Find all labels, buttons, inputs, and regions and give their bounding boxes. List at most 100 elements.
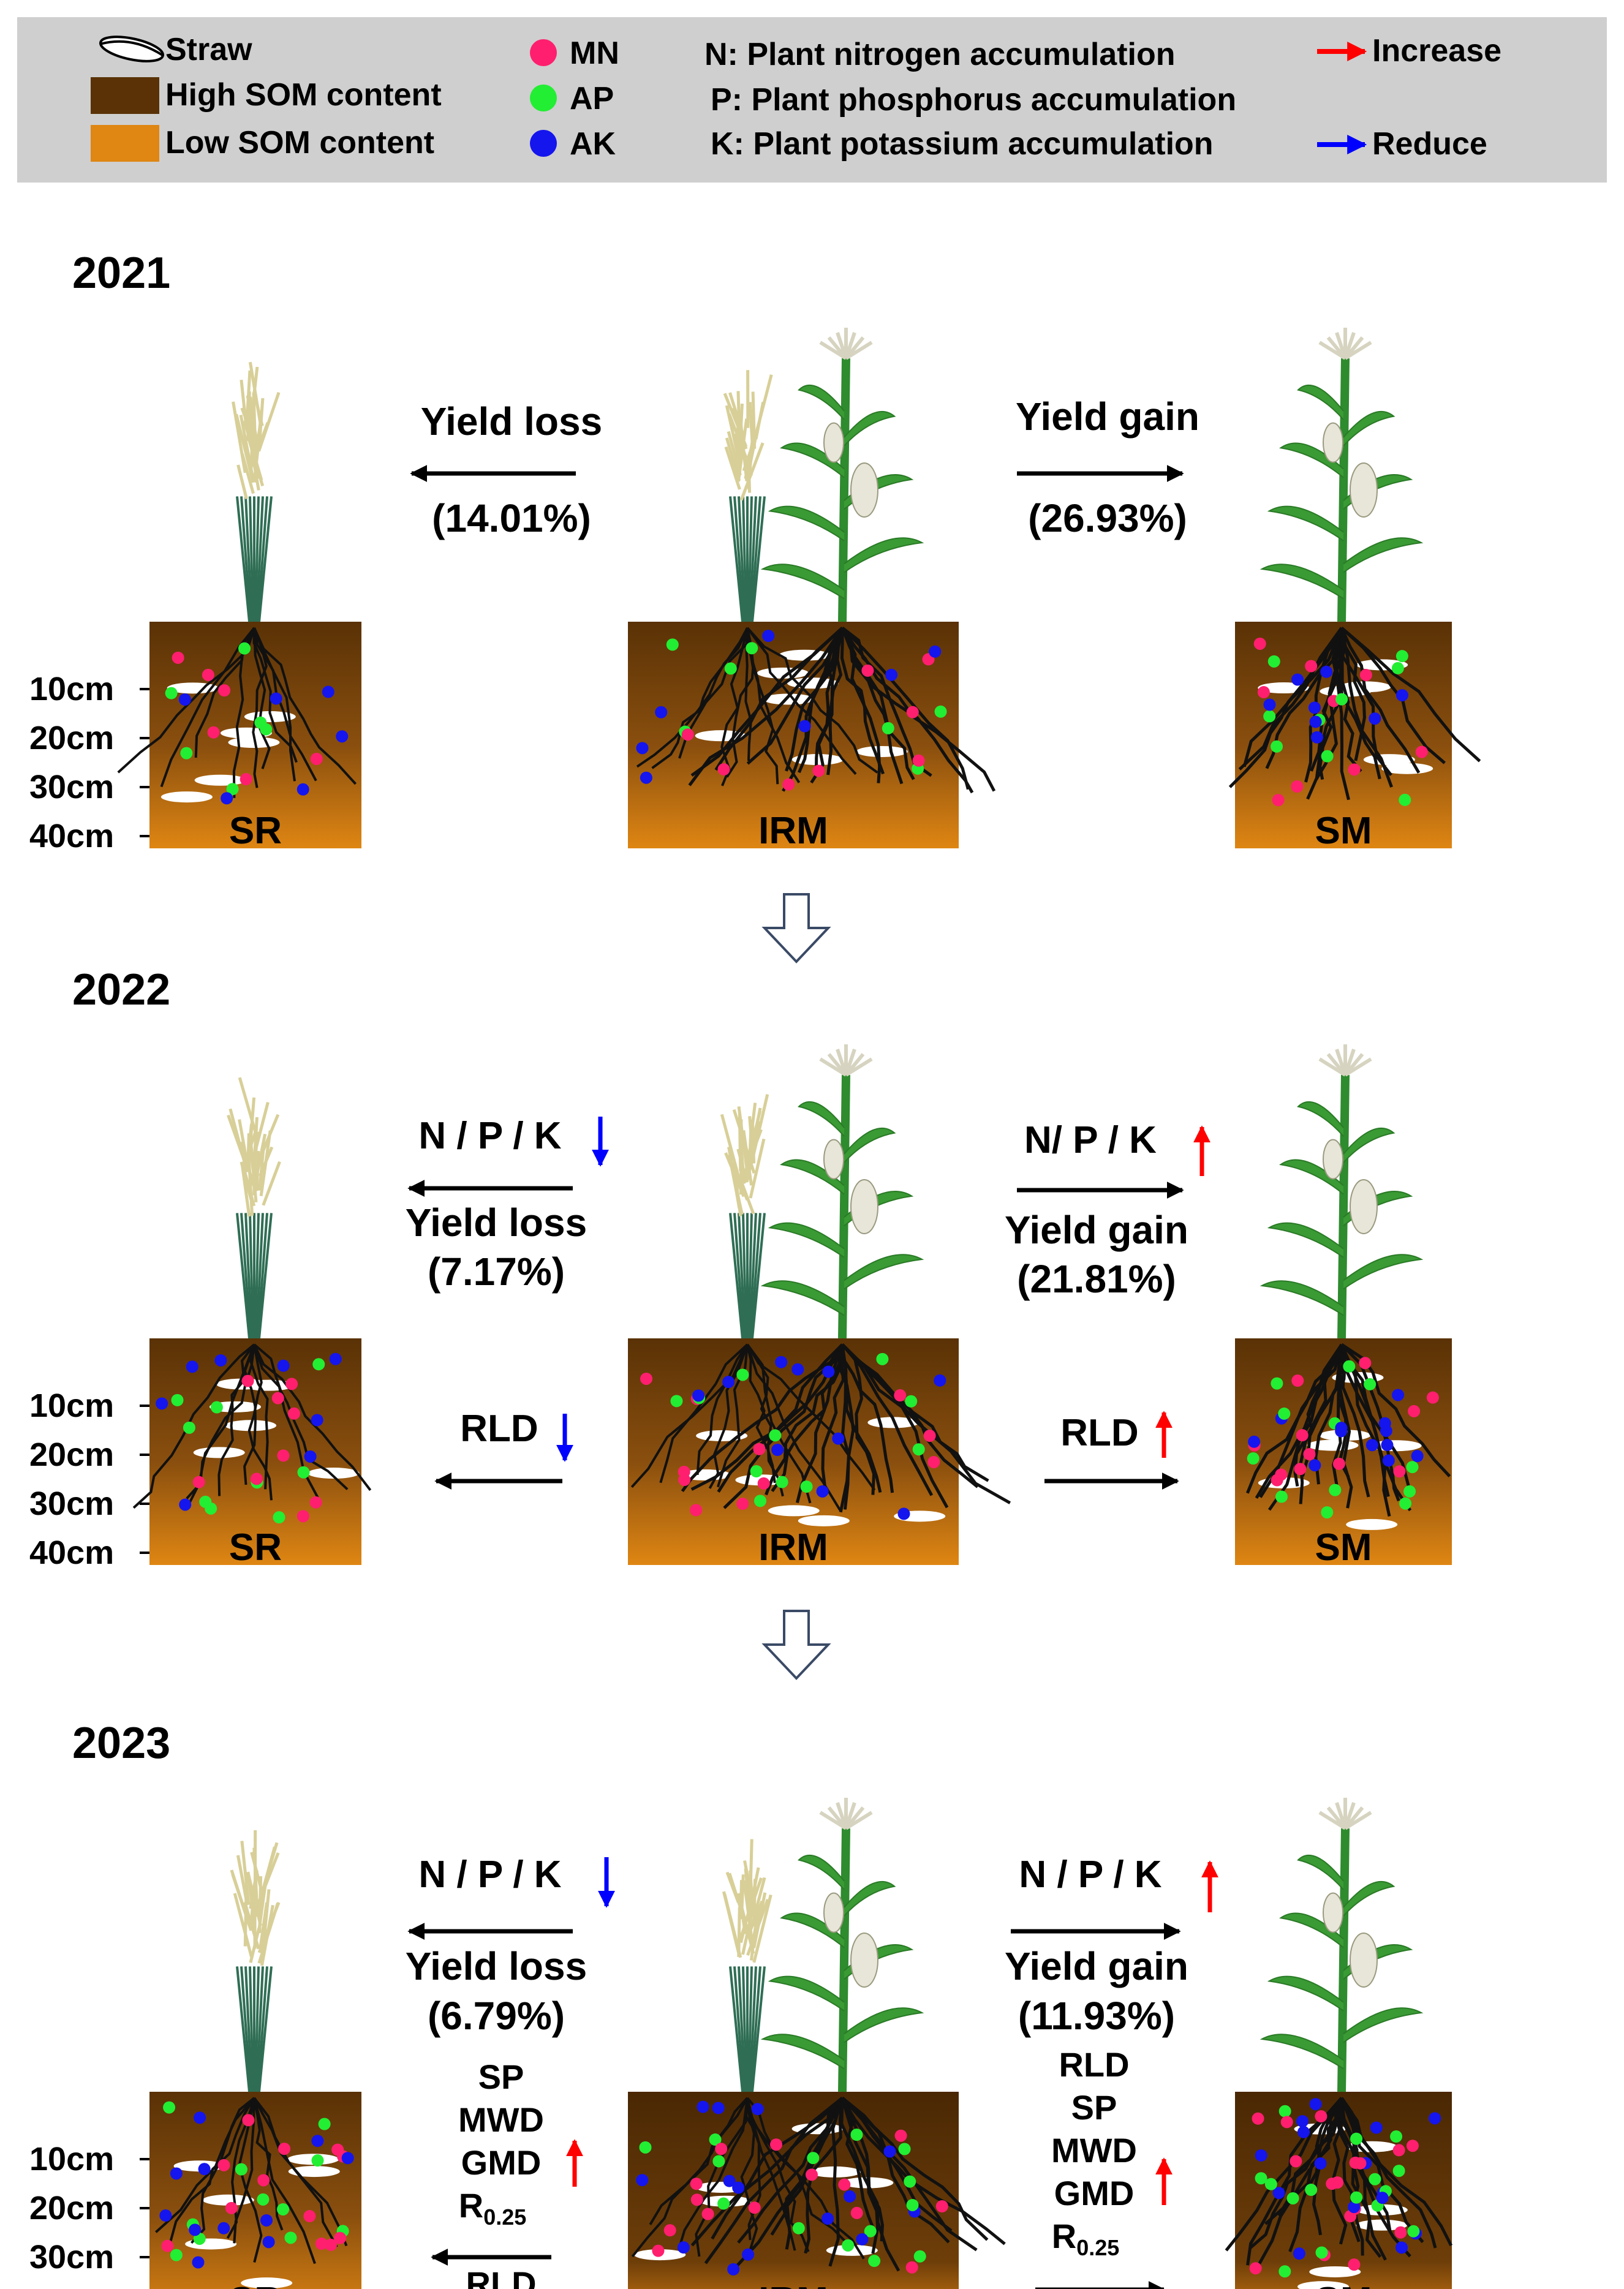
down-arrow-icon	[761, 1610, 831, 1680]
straw-piece	[826, 2244, 878, 2256]
soil-panel-irm: IRM	[628, 1798, 1006, 2289]
mn-dot	[217, 2159, 230, 2171]
soil-panel-sr: SR	[117, 361, 361, 852]
nutrients-label: N / P / K	[418, 1115, 561, 1157]
soil-panel-sm: SM	[1235, 1044, 1452, 1569]
ap-dot	[876, 1352, 889, 1365]
mn-dot	[640, 1372, 652, 1385]
ak-dot	[186, 1360, 198, 1373]
ak-dot	[217, 2222, 230, 2234]
ak-dot	[1376, 2192, 1389, 2204]
mn-dot	[225, 2201, 238, 2214]
ap-dot	[312, 1358, 325, 1371]
soil-property-label: GMD	[461, 2143, 542, 2182]
legend-low-som-label: Low SOM content	[165, 125, 434, 160]
ak-dot	[856, 2233, 869, 2246]
mn-dot	[894, 1389, 907, 1402]
ak-dot	[1296, 2115, 1309, 2128]
ak-dot	[159, 2209, 172, 2222]
yield-loss-label: Yield loss	[406, 1201, 587, 1245]
ap-dot	[868, 2255, 881, 2268]
straw-piece	[220, 727, 272, 739]
ap-dot	[750, 1465, 763, 1477]
ak-dot	[304, 1450, 317, 1463]
ap-dot	[1390, 2130, 1403, 2143]
ak-dot	[178, 693, 191, 706]
legend-background	[17, 17, 1607, 183]
mn-dot	[782, 778, 795, 791]
yield-gain-value: (21.81%)	[1017, 1257, 1176, 1301]
ak-dot	[1255, 2149, 1267, 2162]
rice-plant-icon	[720, 1094, 769, 1339]
ap-dot	[1321, 750, 1334, 763]
mn-dot	[678, 1474, 691, 1487]
legend-reduce-label: Reduce	[1372, 126, 1487, 162]
depth-tick-label: 20cm	[29, 1436, 114, 1473]
ap-dot	[1278, 2265, 1291, 2278]
ap-dot	[1403, 1485, 1416, 1498]
yield-gain-value: (11.93%)	[1018, 1994, 1175, 2038]
ap-dot	[318, 2117, 331, 2130]
ap-dot	[670, 1395, 683, 1408]
plot-label: SR	[229, 1526, 282, 1569]
ak-dot	[221, 792, 233, 805]
ak-dot	[929, 645, 942, 658]
ap-dot	[712, 2155, 725, 2168]
year-row-2023: 202310cm20cm30cm40cmSRIRMSMN / P / KYiel…	[29, 1719, 1453, 2289]
depth-tick-label: 20cm	[29, 2190, 114, 2227]
mn-dot	[1415, 745, 1428, 758]
soil-panel-irm: IRM	[628, 328, 996, 852]
mn-dot	[278, 2143, 291, 2155]
low-som-swatch	[91, 125, 159, 162]
ak-dot	[1263, 698, 1276, 711]
mn-dot	[192, 1476, 205, 1488]
mn-dot	[1257, 686, 1270, 699]
mn-dot	[241, 1375, 254, 1387]
ak-dot	[1370, 2121, 1383, 2134]
mn-dot	[1290, 2155, 1302, 2168]
soil-property-label: RLD	[466, 2264, 536, 2289]
ap-dot	[238, 642, 251, 655]
ap-dot	[257, 2193, 270, 2206]
mn-dot	[303, 2210, 316, 2223]
ap-dot	[1278, 2105, 1291, 2117]
ak-dot	[1348, 2201, 1361, 2214]
plot-label: IRM	[758, 2280, 828, 2289]
yield-gain-label: Yield gain	[1016, 394, 1199, 439]
mn-dot	[315, 2238, 328, 2250]
ap-dot	[277, 2203, 290, 2215]
ak-dot	[1248, 1435, 1261, 1448]
depth-tick-label: 30cm	[29, 769, 114, 805]
mn-dot	[812, 764, 825, 777]
ap-dot	[1392, 2165, 1405, 2178]
ap-dot	[210, 1401, 223, 1414]
ap-dot	[639, 2141, 652, 2154]
yield-gain-label: Yield gain	[1005, 1944, 1188, 1988]
root-system	[1225, 2097, 1453, 2266]
ap-dot	[1350, 2191, 1363, 2204]
ap-dot	[1255, 2172, 1267, 2185]
ak-dot	[260, 2214, 273, 2227]
mn-dot	[1280, 2116, 1293, 2129]
soil-property-label: SP	[1071, 2088, 1117, 2127]
ak-dot	[655, 706, 668, 718]
ap-dot	[171, 1393, 184, 1406]
ap-dot	[183, 1421, 195, 1434]
ap-dot	[1350, 2132, 1363, 2145]
ap-dot	[904, 2175, 916, 2188]
mn-dot-icon	[530, 39, 557, 66]
mn-dot	[1408, 1405, 1421, 1417]
ap-dot	[912, 1443, 925, 1456]
soil-property-label: MWD	[1051, 2131, 1137, 2170]
ak-dot	[1392, 1389, 1405, 1401]
ak-dot	[636, 742, 649, 755]
maize-plant-icon	[1260, 1798, 1424, 2092]
ap-dot	[850, 2129, 863, 2141]
depth-tick-label: 10cm	[29, 2141, 114, 2178]
nutrients-label: N / P / K	[1019, 1853, 1161, 1896]
ak-dot	[832, 1432, 845, 1445]
straw-piece	[1346, 1518, 1398, 1530]
plot-label: IRM	[758, 810, 828, 852]
mn-dot	[715, 2143, 728, 2155]
